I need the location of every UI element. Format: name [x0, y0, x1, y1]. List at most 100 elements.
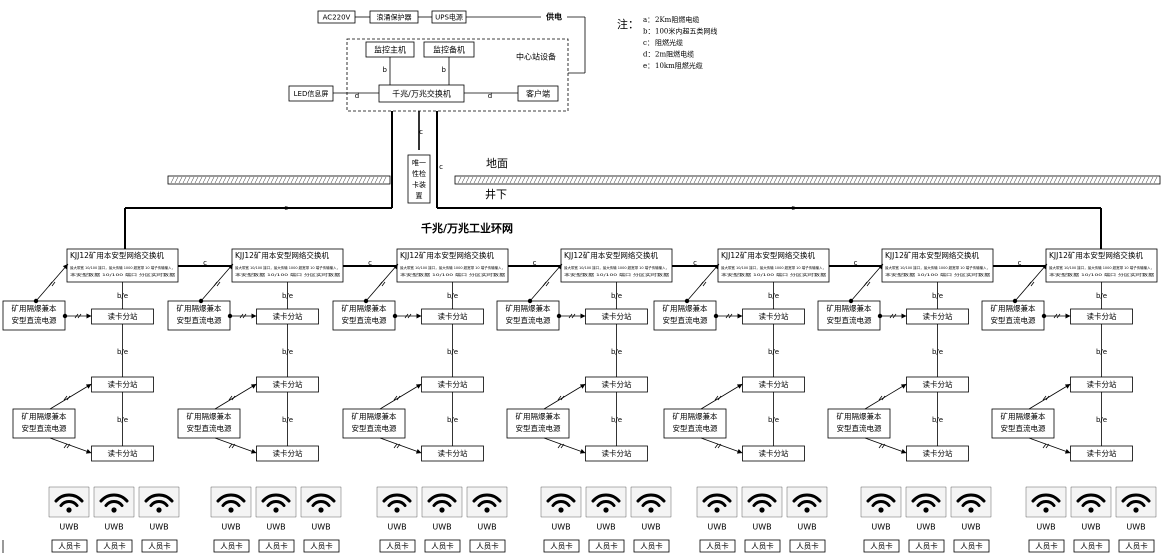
personnel-card-label: 人员卡 [148, 541, 171, 551]
reader-station-3-label: 读卡分站 [438, 448, 468, 458]
hatch-mark [529, 176, 534, 184]
hatch-mark [661, 176, 666, 184]
hatch-mark [174, 176, 179, 184]
hatch-mark [266, 176, 271, 184]
uwb-label: UWB [311, 523, 330, 532]
hatch-mark [785, 176, 790, 184]
hatch-mark [917, 176, 922, 184]
cable-mark [1030, 281, 1035, 287]
wifi-icon [111, 507, 117, 513]
hatch-mark [1005, 176, 1010, 184]
hatch-mark [226, 176, 231, 184]
dc-power-label: 安型直流电源 [837, 423, 882, 433]
link-c-label: c [203, 259, 207, 267]
hatch-mark [909, 176, 914, 184]
client-pc-label: 客户端 [526, 89, 550, 99]
personnel-card-label: 人员卡 [58, 541, 81, 551]
junction-dot [1041, 313, 1047, 319]
hatch-mark [745, 176, 750, 184]
ring-switch-detail: 最大带宽 10/100 接口，最大传输 1000 超宽带 10 端子传输输入， [1049, 265, 1154, 270]
wifi-icon [797, 500, 817, 507]
wifi-icon [1076, 493, 1106, 503]
cable-mark [48, 281, 53, 287]
personnel-card-box [469, 539, 506, 553]
ring-switch-label: KJJ12矿用本安型网络交换机 [400, 250, 494, 260]
hatch-mark [545, 176, 550, 184]
hatch-mark [330, 176, 335, 184]
hatch-mark [1121, 176, 1126, 184]
hatch-mark [1149, 176, 1154, 184]
core-switch-label: 千兆/万兆交换机 [392, 89, 451, 99]
monitor-host-label: 监控主机 [374, 45, 406, 55]
cable-mark [216, 281, 221, 287]
wifi-icon [221, 500, 241, 507]
hatch-mark [461, 176, 466, 184]
hatch-mark [374, 176, 379, 184]
position-device-label: 置 [416, 192, 423, 200]
hatch-mark [378, 176, 383, 184]
wifi-icon [1031, 493, 1061, 503]
hatch-mark [797, 176, 802, 184]
hatch-mark [370, 176, 375, 184]
dc-power-label: 矿用隔爆兼本 [673, 411, 718, 421]
cable-mark [74, 313, 79, 319]
cable-mark [396, 395, 401, 401]
hatch-mark [629, 176, 634, 184]
reader-station-3-label: 读卡分站 [108, 448, 138, 458]
hatch-mark [1065, 176, 1070, 184]
hatch-mark [969, 176, 974, 184]
hatch-mark [945, 176, 950, 184]
wifi-icon [273, 507, 279, 513]
hatch-mark [473, 176, 478, 184]
dc-power-label: 安型直流电源 [991, 315, 1036, 325]
hatch-mark [1081, 176, 1086, 184]
hatch-mark [270, 176, 275, 184]
hatch-mark [561, 176, 566, 184]
junction-dot [392, 313, 398, 319]
link-c-label: c [368, 259, 372, 267]
hatch-mark [809, 176, 814, 184]
wifi-icon [707, 500, 727, 507]
cable-mark [1053, 313, 1058, 319]
link-d-label: d [488, 92, 492, 100]
cable-mark [66, 443, 71, 449]
hatch-mark [617, 176, 622, 184]
hatch-mark [789, 176, 794, 184]
hatch-mark [757, 176, 762, 184]
personnel-card-label: 人员卡 [103, 541, 126, 551]
wifi-icon [261, 493, 291, 503]
hatch-mark [705, 176, 710, 184]
hatch-mark [382, 176, 387, 184]
legend-text: 阻燃光缆 [655, 38, 683, 47]
wifi-icon [266, 500, 286, 507]
personnel-card-label: 人员卡 [595, 541, 618, 551]
link-be-label: b/e [282, 416, 293, 424]
cable-mark [728, 313, 733, 319]
hatch-mark [1041, 176, 1046, 184]
link-be-label: b/e [447, 292, 458, 300]
cable-mark [242, 313, 247, 319]
link-be-label: b/e [932, 348, 943, 356]
personnel-card-box [744, 539, 781, 553]
hatch-mark [977, 176, 982, 184]
personnel-card-label: 人员卡 [915, 541, 938, 551]
dc-power-box-1 [981, 300, 1045, 331]
hatch-mark [633, 176, 638, 184]
hatch-mark [282, 176, 287, 184]
dc-power-label: 矿用隔爆兼本 [516, 411, 561, 421]
wifi-icon [1133, 507, 1139, 513]
personnel-card-box [789, 539, 826, 553]
cable-mark [1027, 281, 1032, 287]
hatch-mark [350, 176, 355, 184]
cable-mark [866, 281, 871, 287]
hatch-mark [857, 176, 862, 184]
hatch-mark [577, 176, 582, 184]
power-to-reader-arrow-head [416, 313, 422, 319]
wifi-icon [99, 493, 129, 503]
position-device-box [407, 154, 431, 204]
hatch-mark [238, 176, 243, 184]
wifi-icon [382, 493, 412, 503]
hatch-mark [1085, 176, 1090, 184]
hatch-mark [1153, 176, 1158, 184]
